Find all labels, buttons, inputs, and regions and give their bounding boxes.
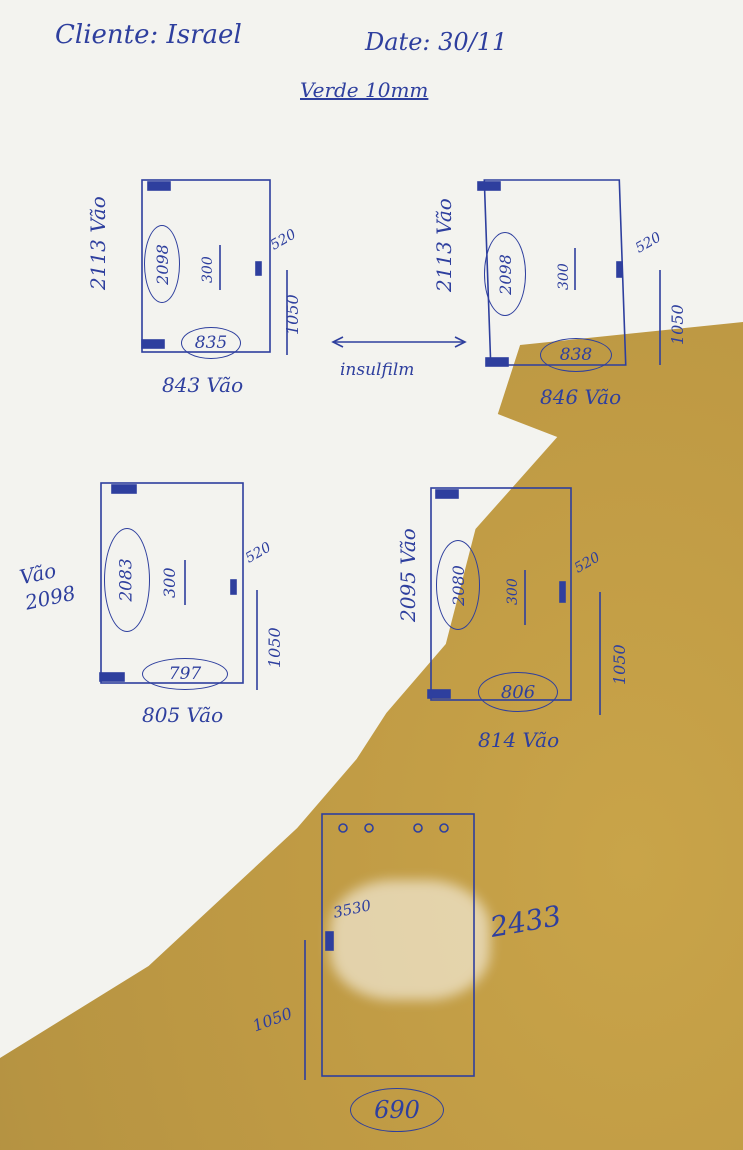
door-2-inner-height: 2098 bbox=[484, 232, 526, 316]
door-1-inner-width: 835 bbox=[181, 327, 241, 359]
door-2-span: 846 Vão bbox=[540, 385, 622, 409]
door-3-span: 805 Vão bbox=[142, 703, 224, 727]
date-label: Date: 30/11 bbox=[365, 28, 508, 56]
door-1-span: 843 Vão bbox=[162, 373, 244, 397]
bottom-panel-width: 690 bbox=[350, 1088, 444, 1132]
door-1-handle-height: 1050 bbox=[283, 294, 302, 335]
door-4-span: 814 Vão bbox=[478, 728, 560, 752]
client-label: Cliente: Israel bbox=[55, 20, 242, 50]
door-1-hinge-bottom bbox=[141, 339, 165, 349]
door-4-height: 2095 Vão bbox=[396, 528, 420, 622]
door-3-inner-height: 2083 bbox=[104, 528, 150, 632]
door-3-handle-height: 1050 bbox=[265, 627, 284, 668]
door-1-hinge-top bbox=[147, 181, 171, 191]
door-1-inner-height: 2098 bbox=[144, 225, 180, 303]
between-note: insulfilm bbox=[340, 360, 415, 380]
door-1-height: 2113 Vão bbox=[86, 196, 110, 290]
door-2-spacing: 300 bbox=[556, 263, 572, 290]
door-3-inner-width: 797 bbox=[142, 658, 228, 690]
glass-spec: Verde 10mm bbox=[300, 78, 429, 102]
door-2-height: 2113 Vão bbox=[432, 198, 456, 292]
door-4-inner-width: 806 bbox=[478, 672, 558, 712]
door-3-spacing: 300 bbox=[160, 567, 179, 598]
door-2-handle-height: 1050 bbox=[668, 304, 687, 345]
light-reflection bbox=[330, 880, 490, 1000]
door-4-inner-height: 2080 bbox=[436, 540, 480, 630]
door-1-handle bbox=[255, 261, 262, 276]
door-1-spacing: 300 bbox=[200, 256, 216, 283]
bottom-panel-outline bbox=[321, 813, 475, 1077]
door-2-inner-width: 838 bbox=[540, 338, 612, 372]
door-4-spacing: 300 bbox=[505, 578, 521, 605]
door-4-handle-height: 1050 bbox=[610, 644, 629, 685]
